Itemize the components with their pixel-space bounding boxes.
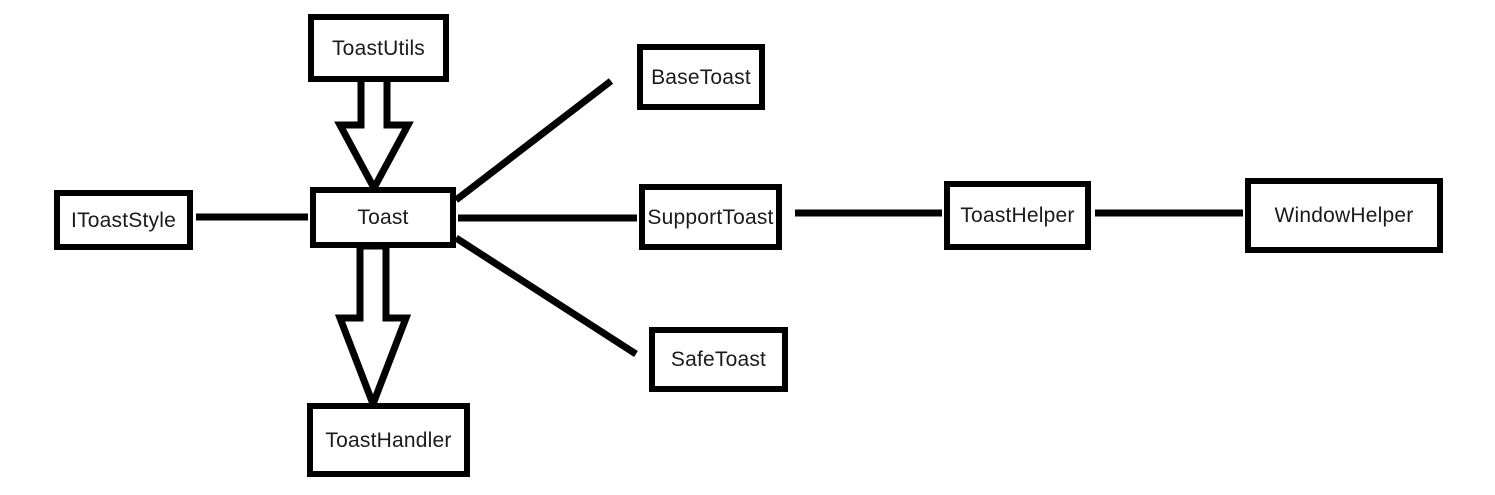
node-label-supporttoast: SupportToast [647, 205, 774, 229]
node-toasthelper[interactable]: ToastHelper [944, 181, 1091, 250]
node-label-basetoast: BaseToast [651, 65, 751, 89]
node-label-toasthandler: ToastHandler [325, 428, 452, 452]
arrow-toast-to-toasthandler [334, 242, 412, 414]
node-label-toasthelper: ToastHelper [960, 204, 1075, 227]
node-toasthandler[interactable]: ToastHandler [307, 403, 470, 477]
node-label-toastutils: ToastUtils [331, 36, 426, 60]
connector-toast-safetoast [454, 235, 638, 357]
node-label-safetoast: SafeToast [670, 348, 767, 371]
node-windowhelper[interactable]: WindowHelper [1245, 178, 1443, 253]
node-safetoast[interactable]: SafeToast [649, 327, 788, 392]
node-itoaststyle[interactable]: IToastStyle [54, 190, 193, 250]
node-basetoast[interactable]: BaseToast [637, 44, 765, 110]
arrow-toastutils-to-toast [334, 74, 414, 196]
connector-toast-basetoast [453, 78, 614, 203]
node-label-itoaststyle: IToastStyle [71, 208, 176, 232]
node-toastutils[interactable]: ToastUtils [308, 14, 449, 82]
node-toast[interactable]: Toast [310, 187, 456, 248]
node-supporttoast[interactable]: SupportToast [639, 184, 782, 250]
node-label-windowhelper: WindowHelper [1274, 204, 1414, 227]
node-label-toast: Toast [357, 206, 409, 229]
